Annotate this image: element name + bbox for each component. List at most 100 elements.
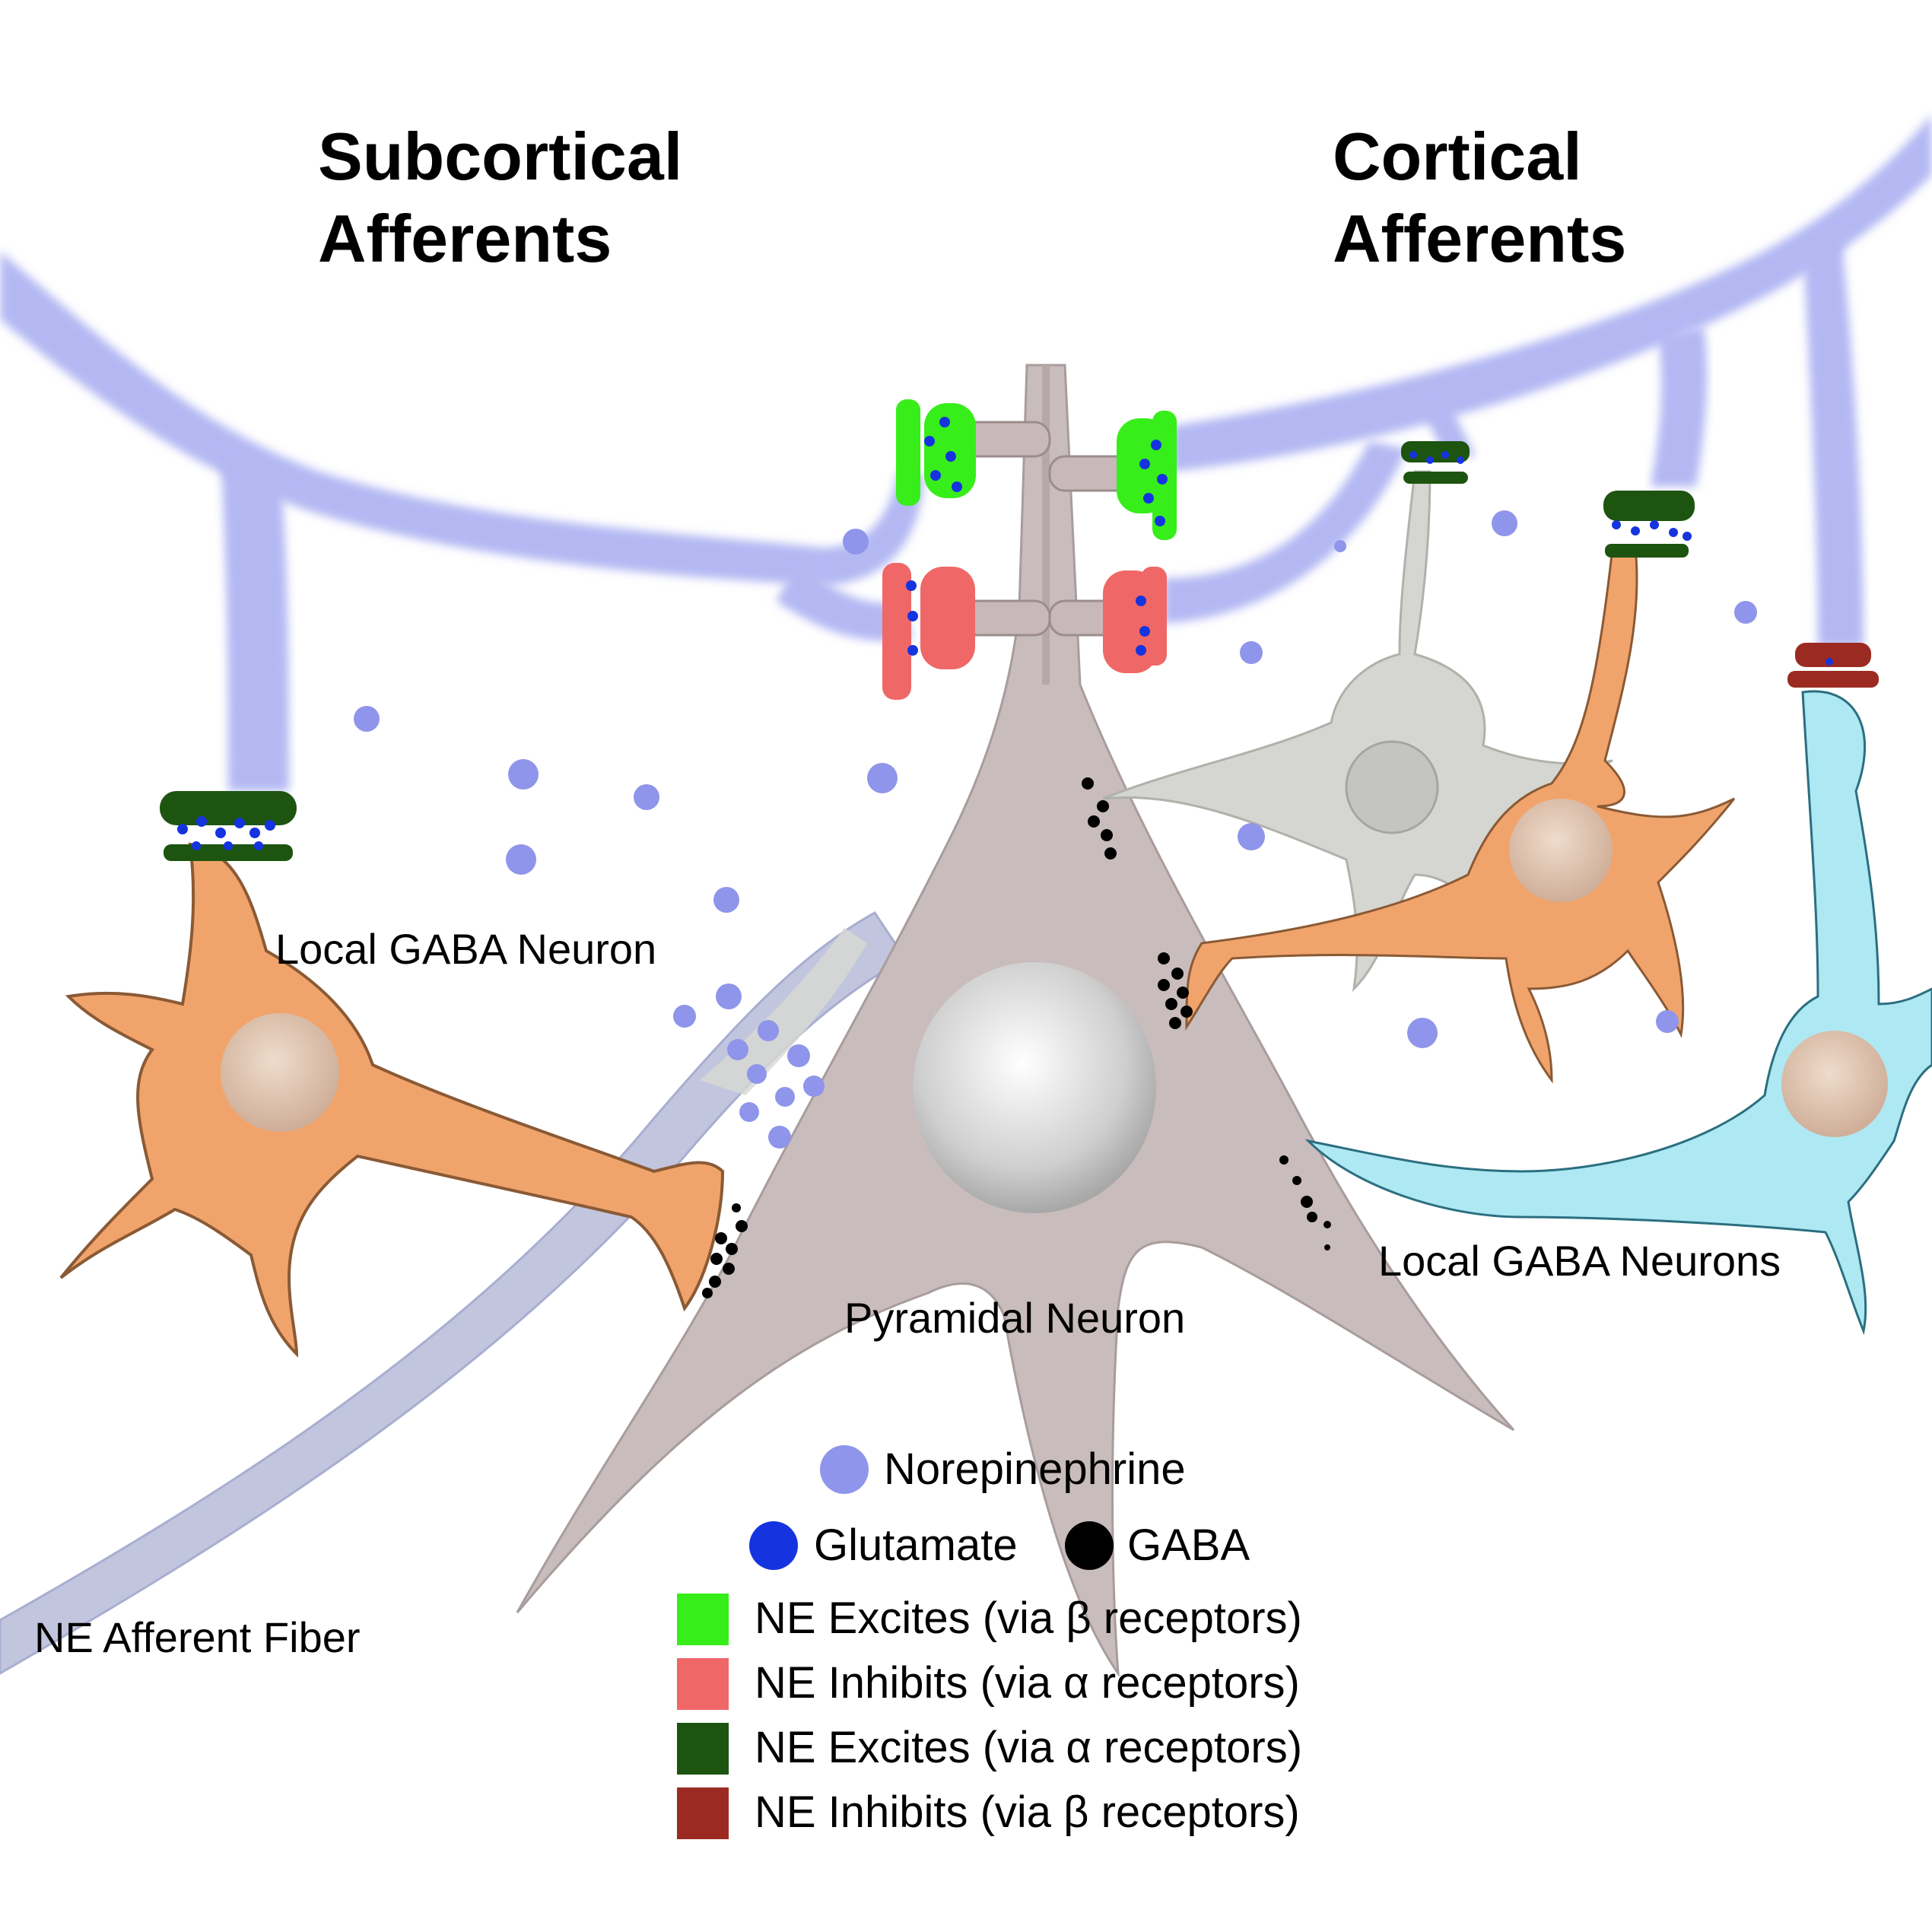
glutamate-dot [254,841,263,850]
gaba-dot [1104,847,1117,860]
gray-interneuron-nucleus [1345,740,1439,834]
gaba-dot [1301,1196,1313,1208]
cortical-branch-1 [1164,441,1407,624]
synapse-red-right-pre [1141,567,1167,666]
glutamate-dot [1157,474,1168,485]
glutamate-legend-swatch [749,1521,798,1570]
glutamate-dot [907,611,918,621]
glutamate-dot [1155,516,1165,526]
glutamate-dot [1409,451,1417,459]
glutamate-dot [1426,456,1434,464]
ne-dot [747,1064,767,1084]
glutamate-dot [924,436,935,446]
synapse-green-left-post [924,403,976,498]
local-gaba-neurons-label: Local GABA Neurons [1378,1237,1781,1285]
gaba-dot [1171,968,1184,980]
glutamate-dot [939,417,950,427]
ne-dot [787,1044,810,1067]
synapse-darkgreen-left-pre [160,791,297,825]
ne-dot [716,983,742,1009]
glutamate-dot [1441,451,1449,459]
glutamate-vesicles [177,417,1833,850]
local-gaba-neuron-left-nucleus [221,1013,339,1132]
gaba-dot [1097,800,1109,812]
glutamate-dot [1136,645,1146,656]
ne-excites-beta-swatch [677,1594,729,1645]
cortical-branch-3 [1651,327,1708,487]
glutamate-dot [1136,596,1146,606]
cortical-branch-2 [1422,396,1476,456]
gaba-dot [726,1243,738,1255]
gaba-dot [723,1263,735,1275]
glutamate-dot [906,580,917,591]
gaba-legend-swatch [1065,1521,1114,1570]
glutamate-dot [177,824,188,834]
glutamate-dot [945,451,956,462]
synapse-green-left-pre [896,399,920,506]
glutamate-dot [1683,532,1692,541]
cortical-title-line2: Afferents [1333,201,1627,276]
gaba-dot [702,1288,713,1298]
gaba-dot [1324,1244,1330,1250]
synapse-darkgreen-right-pre [1603,491,1695,521]
cortical-afferent-fiber [1171,114,1932,472]
synapse-brickred-pre [1795,643,1871,667]
local-gaba-neuron-right [1185,546,1736,1084]
ne-excites-beta-label: NE Excites (via β receptors) [755,1594,1302,1643]
ne-dot [739,1102,759,1122]
glutamate-dot [1669,528,1678,537]
local-gaba-neuron-cyan-nucleus [1781,1031,1888,1137]
glutamate-dot [265,820,275,831]
gaba-dot [736,1220,748,1232]
gaba-dot [1323,1221,1331,1228]
ne-dot [775,1087,795,1107]
ne-dot [354,706,380,732]
norepinephrine-legend-swatch [820,1445,869,1494]
gaba-dot [709,1276,721,1288]
ne-inhibits-beta-label: NE Inhibits (via β receptors) [755,1787,1300,1837]
glutamate-dot [1631,526,1640,535]
pyramidal-nucleus [913,962,1156,1213]
gaba-dot [710,1253,723,1265]
subcortical-title-line1: Subcortical [318,119,683,194]
glutamate-dot [1139,459,1150,469]
local-gaba-neuron-label: Local GABA Neuron [275,925,657,973]
glutamate-dot [1826,658,1833,666]
norepinephrine-legend-label: Norepinephrine [884,1444,1186,1494]
ne-dot [768,1126,791,1149]
ne-dot [508,759,539,790]
ne-dot [713,887,739,913]
gaba-dot [1307,1212,1317,1222]
subcortical-branch-left [221,456,289,791]
ne-afferent-fiber-label: NE Afferent Fiber [34,1613,361,1661]
synapse-darkgreen-right-post [1605,544,1689,558]
glutamate-dot [224,841,233,850]
glutamate-dot [952,481,962,492]
gaba-dot [1088,815,1100,828]
ne-dot [1734,601,1757,624]
ne-excites-alpha-label: NE Excites (via α receptors) [755,1723,1303,1772]
ne-dot [634,784,659,810]
subcortical-branch-lower [776,563,913,641]
glutamate-dot [1143,493,1154,504]
ne-dot [1407,1018,1438,1048]
glutamate-dot [1457,456,1464,464]
gaba-dot [1158,952,1170,964]
ne-dot [1656,1010,1679,1033]
glutamate-dot [1612,520,1621,529]
cortical-title: Cortical Afferents [1333,116,1626,280]
local-gaba-neuron-cyan [1304,690,1932,1336]
glutamate-dot [1151,440,1161,450]
gaba-dot [1292,1176,1301,1185]
gaba-dot [1180,1006,1193,1018]
ne-inhibits-beta-swatch [677,1787,729,1839]
ne-inhibits-alpha-label: NE Inhibits (via α receptors) [755,1658,1300,1708]
glutamate-legend-label: Glutamate [814,1520,1018,1570]
ne-inhibits-alpha-swatch [677,1658,729,1710]
synapse-darkgreen-mid-post [1403,472,1468,484]
norepinephrine-molecules [354,510,1757,1149]
gaba-dot [1082,777,1094,790]
ne-afferent-fiber [0,911,907,1675]
synapse-red-left-pre [882,563,911,700]
